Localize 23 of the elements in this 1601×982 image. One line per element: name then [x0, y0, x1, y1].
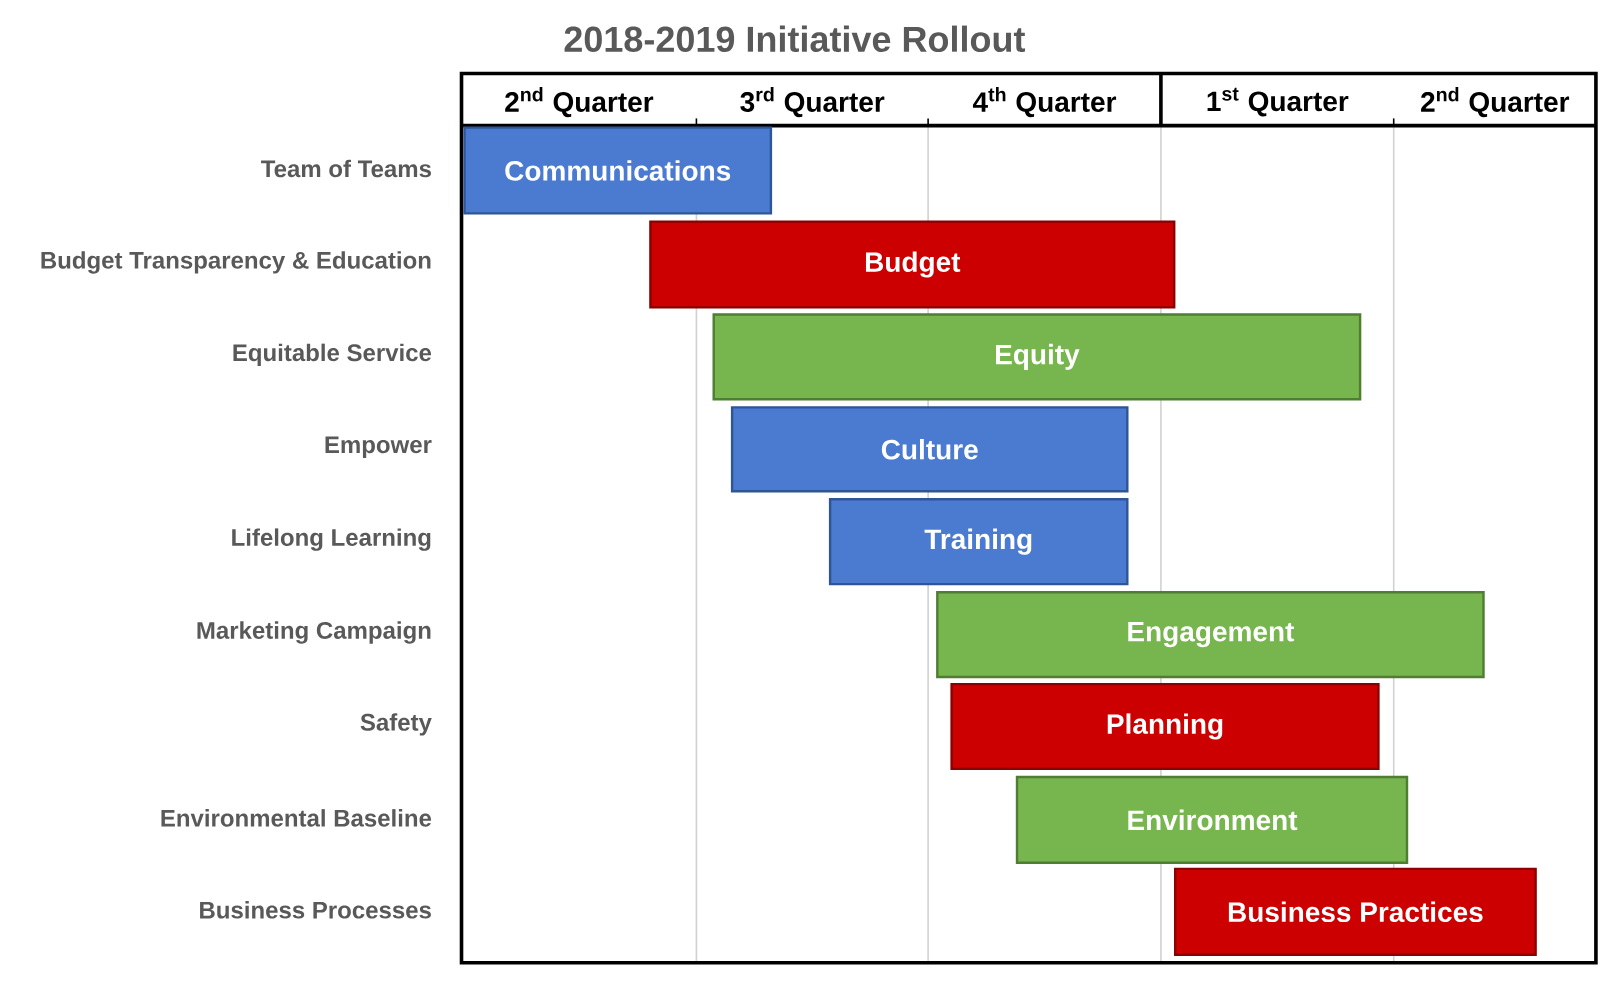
row-label: Team of Teams [261, 159, 431, 178]
gantt-bar: Engagement [936, 591, 1485, 679]
column-header: 2$^{nd}$ Quarter [1421, 87, 1570, 118]
row-label: Marketing Campaign [197, 621, 431, 644]
row-label: Equitable Service [233, 343, 432, 366]
gantt-bar: Equity [712, 313, 1362, 401]
column-header: 1$^{st}$ Quarter [1207, 87, 1349, 117]
gantt-bar: Training [828, 498, 1129, 586]
chart-title: 2018-2019 Initiative Rollout [564, 25, 1025, 52]
row-label: Business Processes [200, 901, 431, 919]
row-label: Empower [325, 436, 432, 458]
row-label: Environmental Baseline [161, 809, 432, 827]
gantt-bar: Culture [730, 406, 1129, 493]
row-label: Lifelong Learning [232, 528, 431, 551]
gantt-bar: Budget [649, 220, 1176, 309]
column-header: 3$^{rd}$ Quarter [740, 87, 885, 118]
gantt-bar: Business Practices [1174, 867, 1537, 956]
row-label: Safety [360, 713, 432, 736]
row-label: Budget Transparency & Education [41, 251, 431, 274]
gantt-bar: Planning [950, 682, 1380, 771]
column-header: 4$^{th}$ Quarter [972, 87, 1117, 118]
gantt-bar: Environment [1015, 775, 1409, 864]
gantt-bar: Communications [463, 126, 773, 215]
